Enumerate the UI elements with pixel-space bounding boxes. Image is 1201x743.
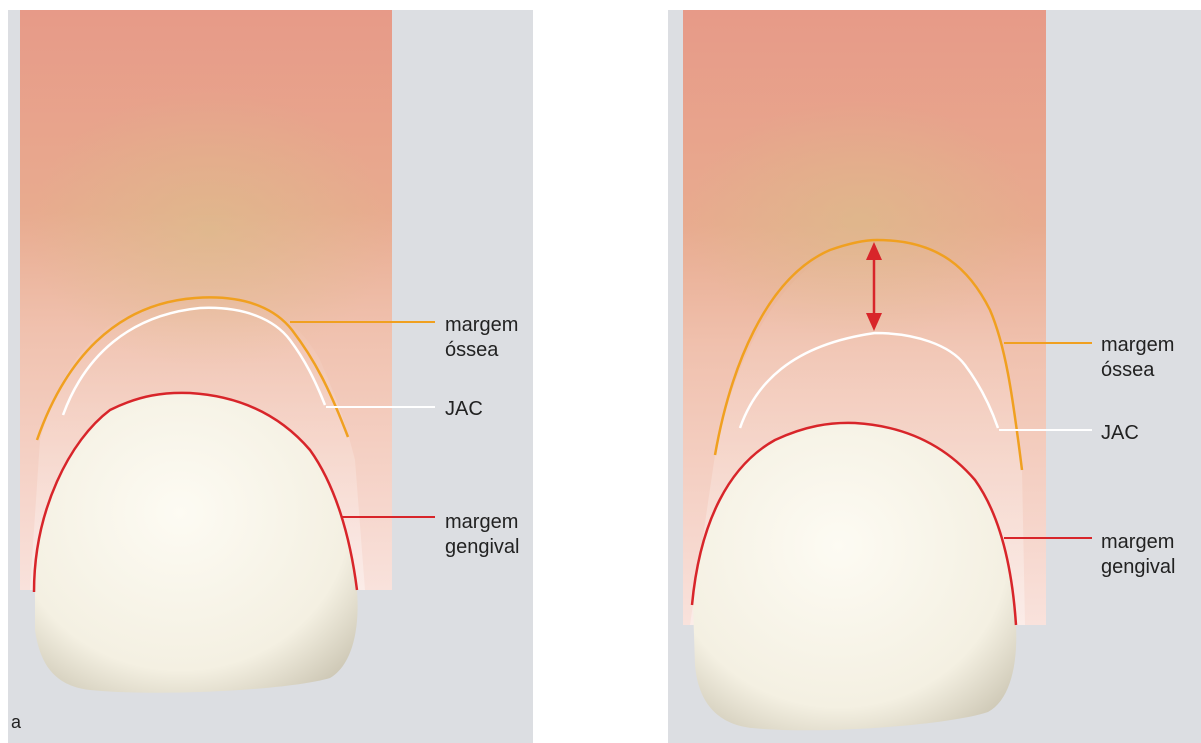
panel-b-bone-margin-label-line1: margem <box>1101 334 1174 356</box>
panel-a: margem óssea JAC margem gengival a <box>8 10 533 743</box>
panel-a-gingival-label-line1: margem <box>445 511 518 533</box>
panel-b-cej-label: JAC <box>1101 422 1139 444</box>
panel-a-gingival-label-line2: gengival <box>445 536 520 558</box>
panel-a-cej-label: JAC <box>445 398 483 420</box>
panel-b-bone-margin-label-line2: óssea <box>1101 359 1155 381</box>
panel-b: margem óssea JAC margem gengival <box>668 10 1201 743</box>
panel-b-gingival-label-line2: gengival <box>1101 556 1176 578</box>
panel-letter: a <box>11 712 22 732</box>
panel-a-bone-margin-label-line1: margem <box>445 314 518 336</box>
panel-b-gingival-label-line1: margem <box>1101 531 1174 553</box>
panel-a-bone-margin-label-line2: óssea <box>445 339 499 361</box>
